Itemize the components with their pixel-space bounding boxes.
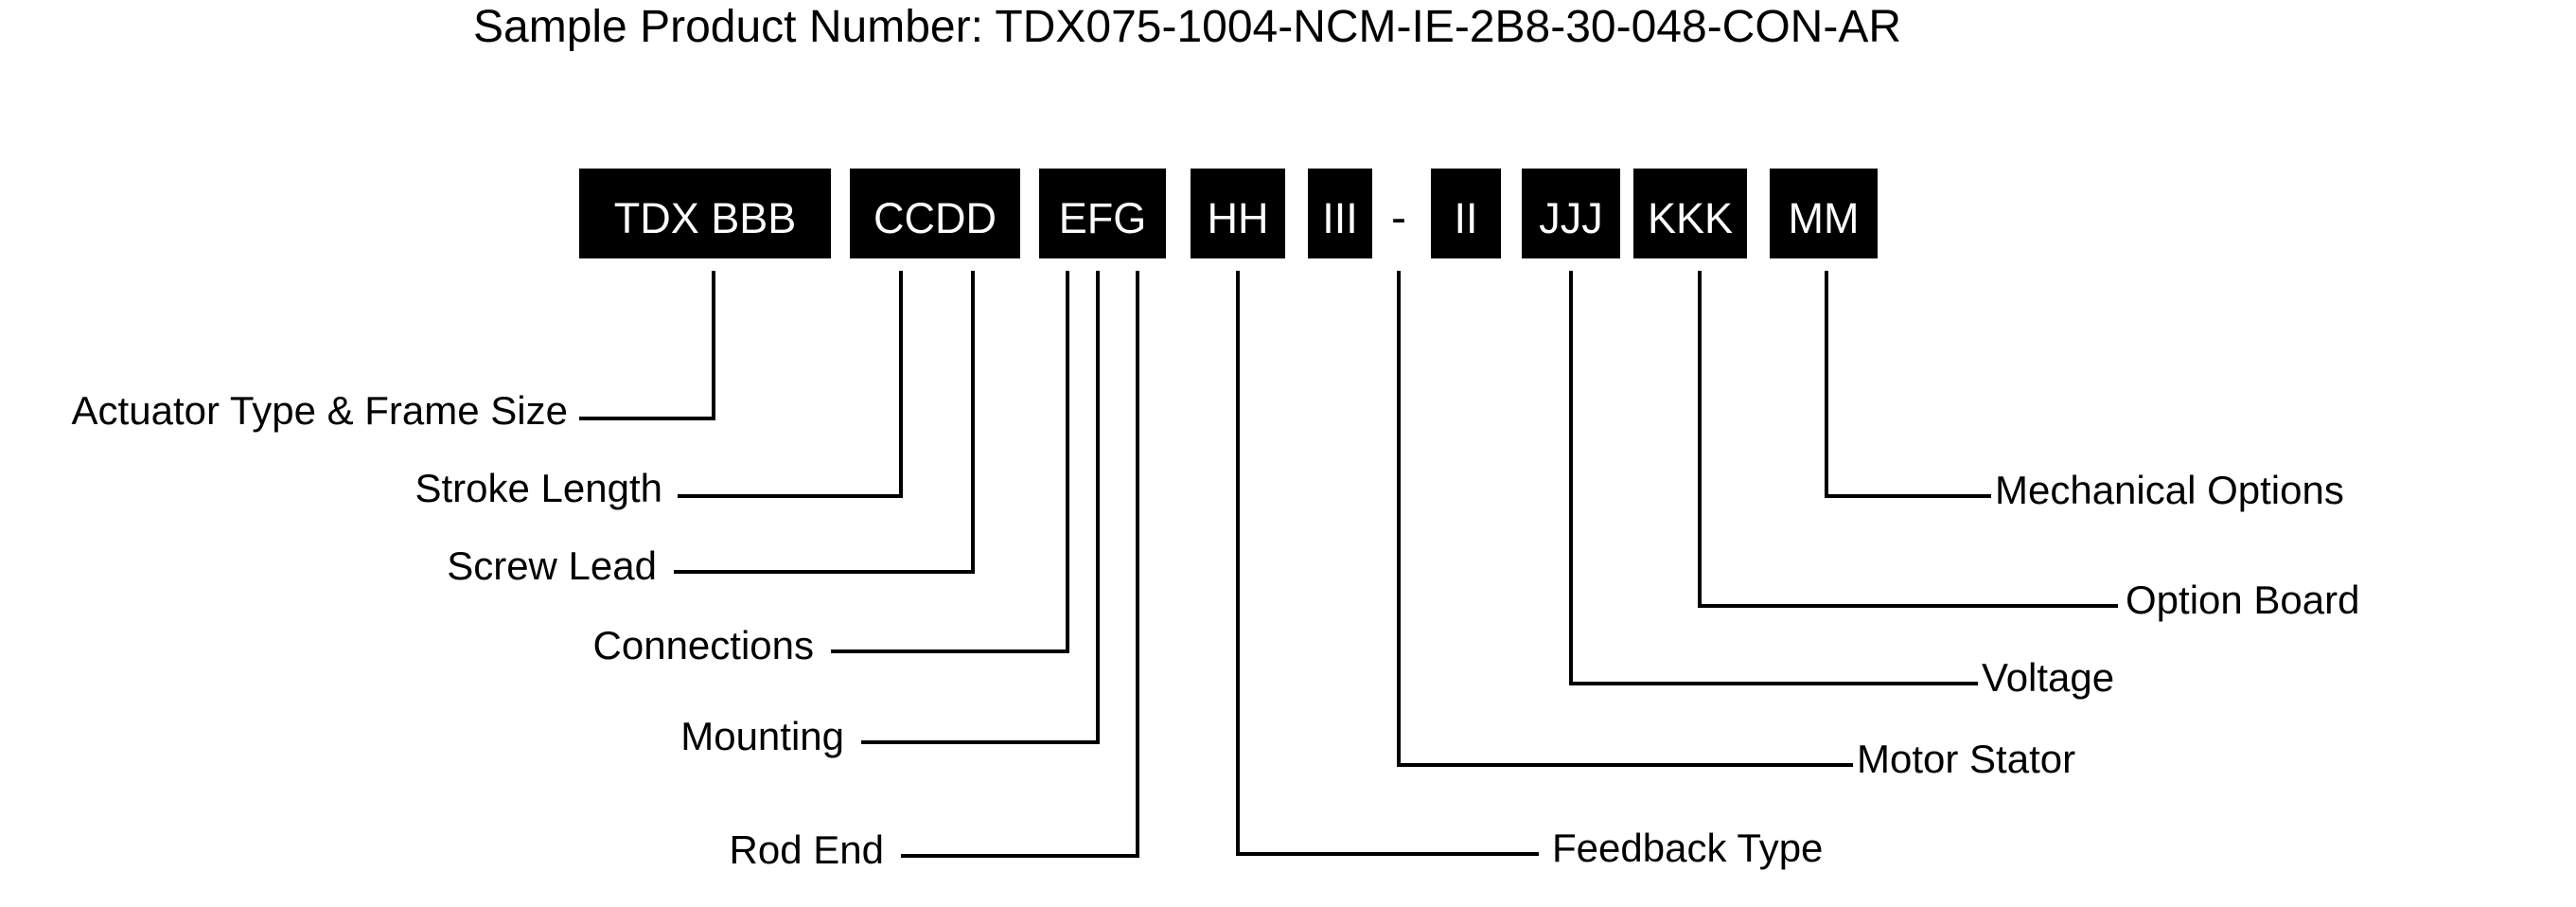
code-segment-ii: II bbox=[1431, 169, 1501, 258]
leader-actuator-type bbox=[579, 271, 715, 420]
code-text-iii: III bbox=[1322, 194, 1358, 242]
label-actuator-type: Actuator Type & Frame Size bbox=[72, 388, 568, 433]
code-text-ii: II bbox=[1454, 194, 1477, 242]
leader-screw-lead bbox=[674, 271, 975, 574]
label-connections: Connections bbox=[593, 623, 814, 667]
code-separator-dash: - bbox=[1391, 193, 1406, 243]
label-screw-lead: Screw Lead bbox=[447, 543, 657, 588]
label-feedback-type: Feedback Type bbox=[1552, 826, 1823, 870]
leader-option-board bbox=[1698, 271, 2118, 608]
code-text-mm: MM bbox=[1789, 194, 1860, 242]
leader-mechanical-options bbox=[1825, 271, 1991, 498]
code-segment-hh: HH bbox=[1191, 169, 1285, 258]
label-mounting: Mounting bbox=[680, 714, 844, 758]
code-text-kkk: KKK bbox=[1648, 194, 1733, 242]
code-segment-efg: EFG bbox=[1039, 169, 1166, 258]
leader-voltage bbox=[1569, 271, 1978, 685]
leader-feedback-type bbox=[1236, 271, 1539, 856]
code-text-ccdd: CCDD bbox=[873, 194, 997, 242]
label-mechanical-options: Mechanical Options bbox=[1995, 468, 2344, 512]
leader-mounting bbox=[861, 271, 1100, 744]
leader-stroke-length bbox=[678, 271, 903, 498]
code-segment-kkk: KKK bbox=[1633, 169, 1747, 258]
leader-connections bbox=[831, 271, 1069, 653]
label-motor-stator: Motor Stator bbox=[1857, 737, 2075, 781]
code-text-efg: EFG bbox=[1059, 194, 1147, 242]
code-segment-mm: MM bbox=[1770, 169, 1878, 258]
code-segment-jjj: JJJ bbox=[1522, 169, 1620, 258]
diagram-title: Sample Product Number: TDX075-1004-NCM-I… bbox=[473, 2, 1901, 52]
label-rod-end: Rod End bbox=[730, 827, 884, 872]
code-segment-tdx-bbb: TDX BBB bbox=[579, 169, 831, 258]
code-text-jjj: JJJ bbox=[1539, 194, 1603, 242]
label-option-board: Option Board bbox=[2126, 578, 2360, 622]
label-stroke-length: Stroke Length bbox=[415, 466, 662, 510]
leader-rod-end bbox=[901, 271, 1139, 858]
code-segment-ccdd: CCDD bbox=[850, 169, 1020, 258]
code-segment-iii: III bbox=[1308, 169, 1372, 258]
label-voltage: Voltage bbox=[1982, 655, 2114, 700]
code-text-hh: HH bbox=[1208, 194, 1269, 242]
leader-motor-stator bbox=[1397, 271, 1853, 767]
code-text-tdx-bbb: TDX BBB bbox=[614, 194, 797, 242]
